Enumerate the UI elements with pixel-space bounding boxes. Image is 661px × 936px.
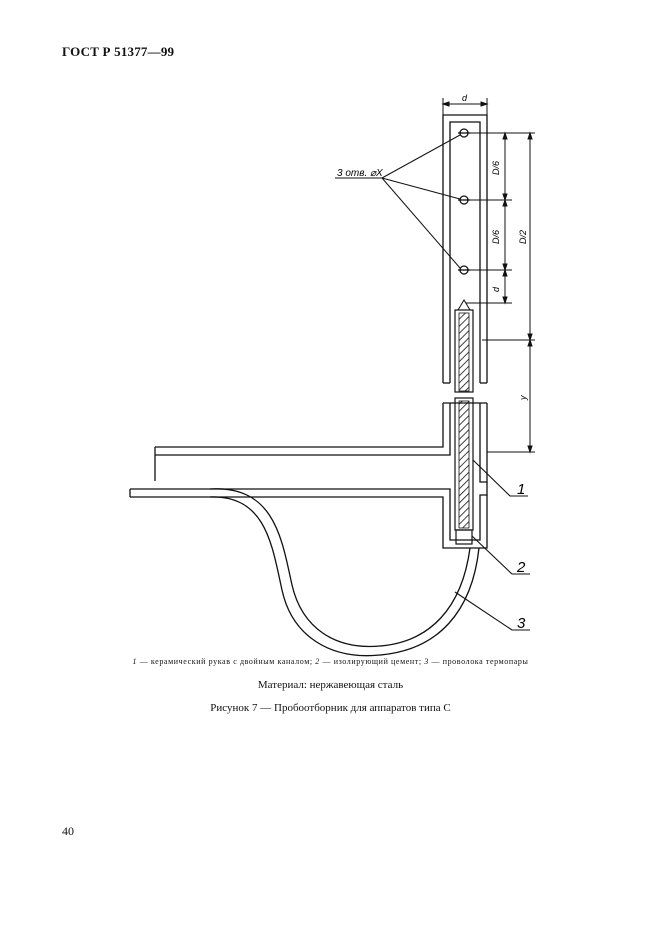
ceramic-sleeve-upper	[454, 299, 474, 393]
spacing-a-label: D/6	[491, 161, 501, 175]
legend-num-1: 1	[132, 657, 138, 666]
sampling-holes	[458, 128, 470, 275]
document-header: ГОСТ Р 51377—99	[62, 44, 175, 59]
holes-label: 3 отв. ⌀X	[337, 168, 383, 179]
vertical-dimensions	[466, 131, 535, 454]
page-number: 40	[62, 824, 74, 838]
width-label: d	[462, 93, 468, 103]
width-dimension	[441, 98, 489, 115]
figure-legend: 1 — керамический рукав с двойным каналом…	[0, 657, 661, 666]
legend-num-3: 3	[424, 657, 429, 666]
holes-leader	[335, 134, 461, 269]
callout-3: 3	[517, 615, 526, 632]
material-note: Материал: нержавеющая сталь	[257, 679, 404, 691]
end-label: d	[491, 286, 501, 292]
legend-text-1: — керамический рукав с двойным каналом;	[137, 657, 316, 666]
lower-label: y	[518, 395, 528, 401]
callout-1: 1	[517, 481, 525, 498]
thermocouple-wire	[209, 488, 480, 657]
lower-tube	[129, 402, 488, 549]
legend-text-3: — проволока термопары	[428, 657, 529, 666]
callout-leaders	[454, 459, 530, 631]
legend-text-2: — изолирующий цемент;	[319, 657, 425, 666]
total-label: D/2	[518, 230, 528, 244]
spacing-b-label: D/6	[491, 230, 501, 244]
callout-2: 2	[516, 559, 526, 576]
ceramic-sleeve-lower	[454, 397, 474, 545]
legend-num-2: 2	[315, 657, 320, 666]
figure-caption: Рисунок 7 — Пробоотборник для аппаратов …	[210, 702, 451, 714]
